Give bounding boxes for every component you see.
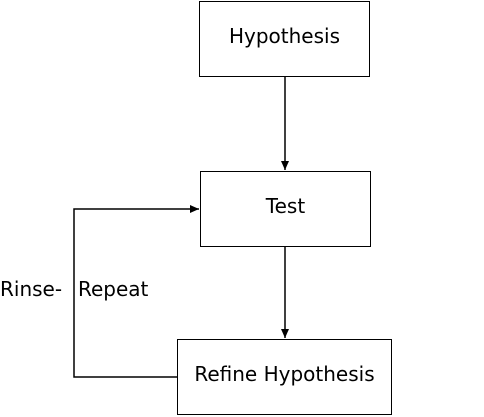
node-test-label: Test — [265, 194, 306, 218]
node-hypothesis-label: Hypothesis — [228, 24, 341, 48]
loop-label-left: Rinse- — [0, 277, 63, 301]
node-hypothesis: Hypothesis — [199, 1, 370, 77]
arrow-refine-loop-to-test — [73, 205, 199, 378]
loop-label-right: Repeat — [78, 277, 149, 301]
node-test: Test — [200, 171, 371, 247]
node-refine-hypothesis: Refine Hypothesis — [177, 339, 392, 415]
node-refine-hypothesis-label: Refine Hypothesis — [194, 362, 375, 386]
